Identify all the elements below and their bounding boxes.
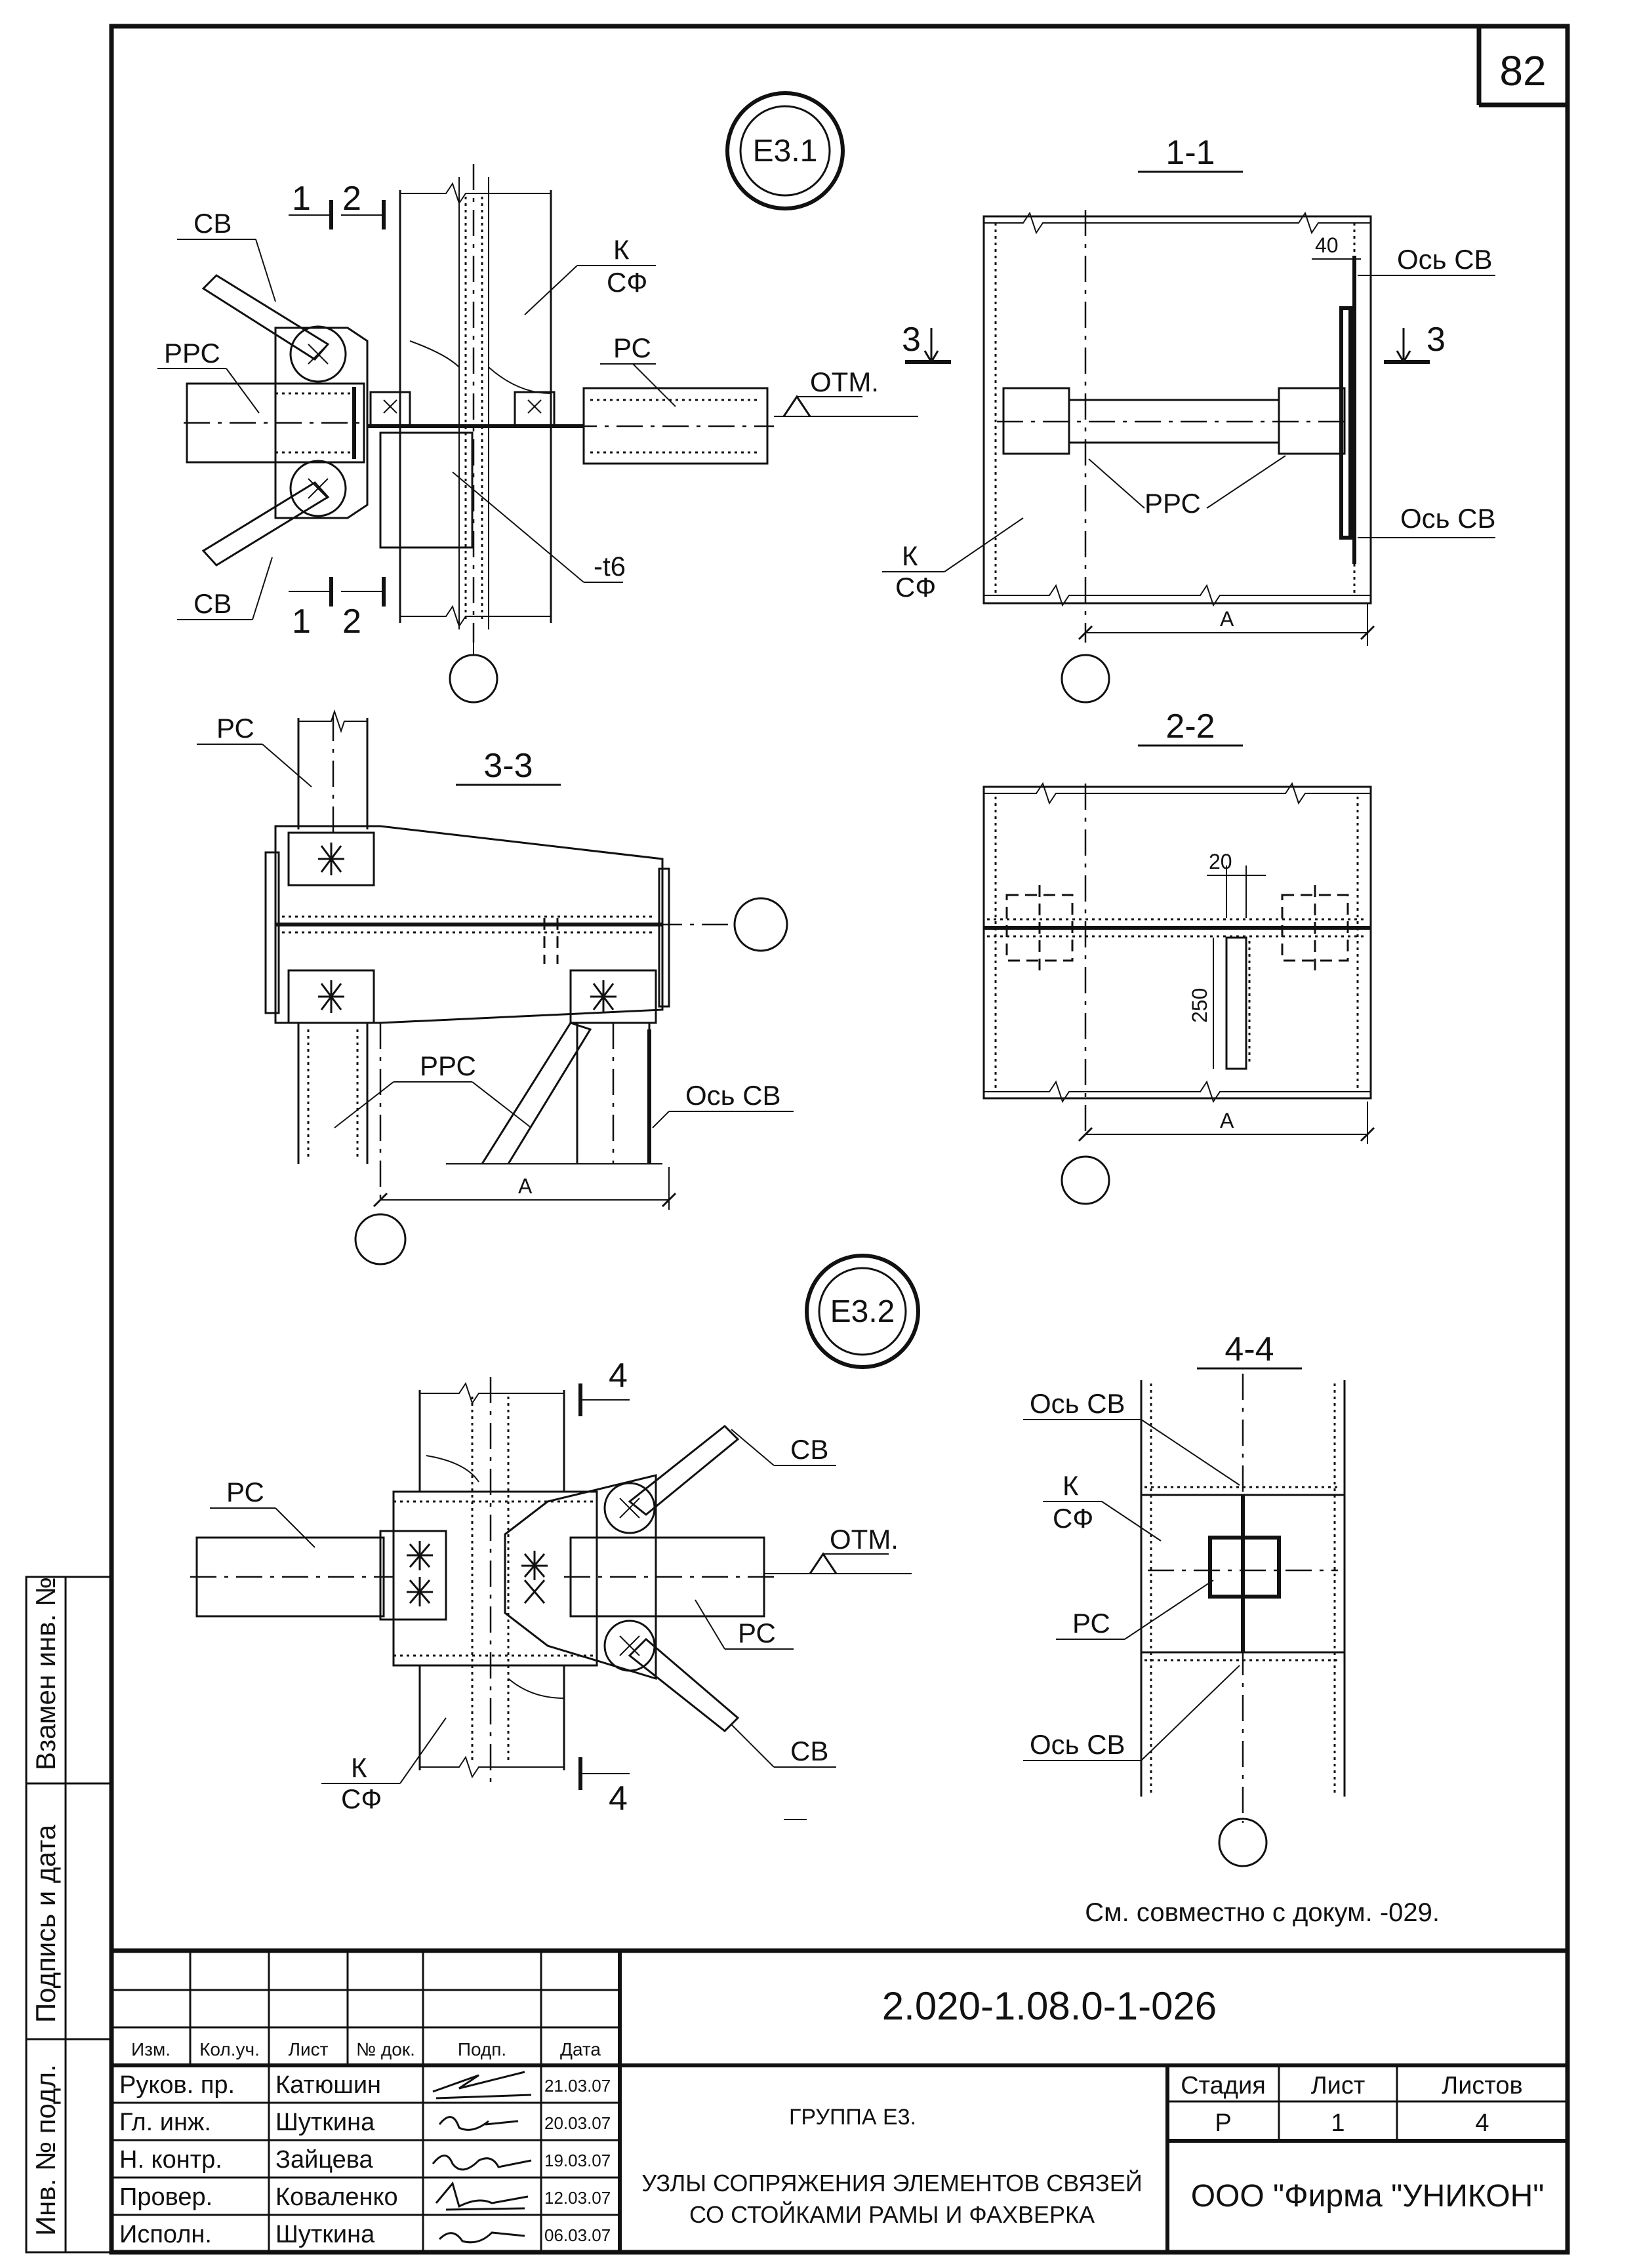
tb-header-podp: Подп. [458,2039,506,2059]
sheet-frame: 82 [109,24,1570,2255]
tb-header-ndok: № док. [356,2039,415,2059]
tb-name-1: Шуткина [275,2109,375,2136]
s33-label-rrs: РРС [420,1050,476,1081]
side-stamp: Взамен инв. № Подпись и дата Инв. № подл… [25,1576,113,2254]
signatures [432,2071,532,2244]
side-stamp-vzamen: Взамен инв. № [30,1577,61,1770]
node-mark-e32-text: Е3.2 [830,1294,895,1329]
tb-role-4: Исполн. [119,2221,212,2248]
s33-dim-a: А [518,1174,533,1198]
tb-title-line1: УЗЛЫ СОПРЯЖЕНИЯ ЭЛЕМЕНТОВ СВЯЗЕЙ [641,2169,1143,2197]
tb-sheets-value: 4 [1475,2109,1489,2137]
title-block: Изм. Кол.уч. Лист № док. Подп. Дата Руко… [111,1948,1568,2252]
tb-stage-value: Р [1215,2109,1231,2137]
e31-section-mark-1-top: 1 [292,180,311,218]
tb-role-1: Гл. инж. [119,2109,211,2136]
e31-label-t6: -t6 [594,551,626,582]
e31-section-mark-1-bottom: 1 [292,603,311,641]
s11-label-k: К [902,540,918,571]
tb-name-0: Катюшин [275,2071,381,2099]
e31-label-rrs: РРС [164,338,220,368]
tb-company: ООО "Фирма "УНИКОН" [1191,2179,1545,2214]
section-2-2: 2-2 20 250 А [982,707,1375,1205]
e32-label-rs-right: РС [738,1618,776,1648]
section-1-1: 1-1 3 3 40 Ось СВ Ось СВ РРС [882,134,1496,704]
s11-label-sf: СФ [895,572,936,603]
s11-label-rrs: РРС [1144,488,1201,519]
section-title-1-1: 1-1 [1165,134,1215,172]
s22-dim-250: 250 [1188,988,1211,1023]
tb-header-data: Дата [560,2039,601,2059]
s22-dim-a: А [1220,1109,1234,1132]
s44-label-sf: СФ [1053,1503,1093,1534]
tb-name-2: Зайцева [275,2146,374,2174]
tb-date-2: 19.03.07 [544,2151,611,2170]
s11-label-os-sv-bottom: Ось СВ [1400,503,1496,534]
e31-label-sv-top: СВ [193,208,232,239]
e32-section-mark-4-top: 4 [609,1357,628,1395]
e32-label-sf: СФ [341,1783,382,1814]
s44-label-os-sv-bottom: Ось СВ [1030,1729,1125,1760]
side-stamp-inv: Инв. № подл. [30,2064,61,2236]
view-e31: ОТМ. СВ РРС СВ К СФ РС -t6 1 2 1 2 [157,164,918,704]
tb-date-3: 12.03.07 [544,2188,611,2208]
e32-section-mark-4-bottom: 4 [609,1780,628,1818]
tb-header-list: Лист [289,2039,329,2059]
tb-date-1: 20.03.07 [544,2113,611,2133]
section-title-4-4: 4-4 [1224,1330,1274,1368]
s11-label-os-sv-top: Ось СВ [1397,244,1493,275]
tb-header-kolutch: Кол.уч. [199,2039,260,2059]
s33-label-rs: РС [216,713,254,744]
e32-label-sv-bottom: СВ [790,1736,828,1766]
section-mark-3-left: 3 [902,321,921,359]
reference-note: См. совместно с докум. -029. [1085,1898,1440,1927]
e31-section-mark-2-bottom: 2 [342,603,361,641]
node-mark-e31-text: Е3.1 [753,134,818,169]
tb-doc-code: 2.020-1.08.0-1-026 [882,1984,1217,2028]
e31-label-k: К [613,234,630,265]
e31-otm-label: ОТМ. [810,367,879,397]
tb-name-3: Коваленко [275,2183,398,2211]
s33-label-os-sv: Ось СВ [685,1080,781,1111]
s11-dim-40: 40 [1315,233,1339,257]
section-mark-3-right: 3 [1427,321,1446,359]
tb-sheet-value: 1 [1331,2109,1345,2137]
side-stamp-podpis: Подпись и дата [30,1824,61,2023]
e31-label-sv-bottom: СВ [193,588,232,619]
e32-label-rs-left: РС [226,1477,264,1507]
node-mark-e32: Е3.2 [805,1254,920,1369]
s44-label-k: К [1062,1470,1079,1501]
s44-label-rs: РС [1072,1608,1110,1639]
s11-dim-a: А [1220,607,1234,631]
e32-otm-label: ОТМ. [830,1524,899,1555]
e32-label-k: К [351,1752,367,1783]
tb-title-line2: СО СТОЙКАМИ РАМЫ И ФАХВЕРКА [689,2200,1095,2228]
tb-date-4: 06.03.07 [544,2225,611,2245]
s44-label-os-sv-top: Ось СВ [1030,1388,1125,1419]
section-4-4: 4-4 Ось СВ К СФ РС Ось СВ [1023,1330,1346,1867]
tb-sheet-label: Лист [1311,2072,1366,2099]
tb-stage-label: Стадия [1181,2072,1266,2099]
tb-role-0: Руков. пр. [119,2071,235,2099]
section-3-3: 3-3 [197,709,794,1265]
e32-label-sv-top: СВ [790,1434,828,1465]
tb-header-izm: Изм. [131,2039,171,2059]
tb-date-0: 21.03.07 [544,2076,611,2096]
e31-label-rs: РС [613,332,651,363]
tb-group: ГРУППА Е3. [789,2105,916,2130]
section-title-2-2: 2-2 [1165,707,1215,746]
tb-role-2: Н. контр. [119,2146,222,2174]
node-mark-e31: Е3.1 [725,91,845,210]
view-e32: ОТМ. 4 4 РС РС СВ СВ К СФ [190,1357,912,1820]
section-title-3-3: 3-3 [483,747,533,785]
sheet-number: 82 [1499,47,1546,94]
e31-label-sf: СФ [607,267,647,298]
tb-role-3: Провер. [119,2183,212,2211]
e31-section-mark-2-top: 2 [342,180,361,218]
s22-dim-20: 20 [1209,850,1232,873]
tb-name-4: Шуткина [275,2221,375,2248]
tb-sheets-label: Листов [1442,2072,1522,2099]
